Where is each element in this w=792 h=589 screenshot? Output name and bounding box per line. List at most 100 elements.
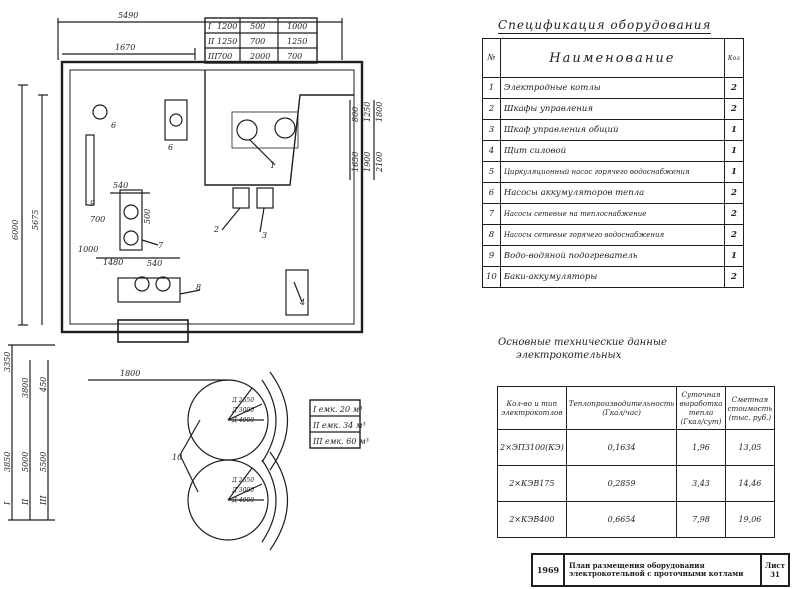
tech-row: 2×КЭВ175 0,2859 3,43 14,46 — [497, 465, 776, 502]
dim-box-1480: 1480 — [103, 258, 123, 267]
pumps-8-block — [117, 277, 181, 303]
dim-roman-3: III — [39, 495, 48, 506]
tech-cell: 14,46 — [724, 465, 776, 502]
tank2-diameter-3: Д 4000 — [231, 497, 254, 504]
variant-row1-v: I — [207, 22, 212, 31]
control-cabinet-2b — [256, 187, 274, 209]
control-cabinet-2a — [232, 187, 250, 209]
tank2-diameter-1: Д 2650 — [231, 477, 254, 484]
tank-legend-box — [309, 399, 361, 449]
building-outline — [60, 60, 364, 334]
variant-row2-b: 700 — [250, 37, 265, 46]
spec-row-num: 3 — [482, 119, 501, 141]
spec-row-num: 2 — [482, 98, 501, 120]
variant-row1-c: 1000 — [287, 22, 307, 31]
tank1-diameter-2: Д 3000 — [231, 407, 254, 414]
spec-row-qty: 2 — [723, 224, 745, 246]
spec-row-name: Циркуляционный насос горячего водоснабже… — [499, 161, 725, 183]
dim-box-1000: 1000 — [78, 245, 98, 254]
dim-height-inner: 5675 — [31, 210, 40, 230]
tank2-diameter-2: Д 3000 — [231, 487, 254, 494]
tech-header-type: Кол-во и тип электрокотлов — [497, 386, 567, 430]
spec-row-num: 8 — [482, 224, 501, 246]
spec-row-name: Щит силовой — [499, 140, 725, 162]
door-opening — [117, 319, 189, 343]
stamp-sheet-label: Лист — [765, 561, 785, 570]
spec-row-num: 1 — [482, 77, 501, 99]
spec-row-name: Насосы аккумуляторов тепла — [499, 182, 725, 204]
dim-left-offset: 1670 — [115, 43, 135, 52]
tech-cell: 7,98 — [676, 501, 726, 538]
tech-cell: 0,2859 — [565, 465, 678, 502]
title-stamp: 1969 План размещения оборудования электр… — [531, 553, 790, 587]
variant-row2-v: II — [207, 37, 215, 46]
boiler-2-icon — [274, 117, 296, 139]
dim-right-h2: 1250 — [363, 102, 372, 122]
spec-row-qty: 1 — [723, 119, 745, 141]
callout-6b: 6 — [111, 121, 116, 130]
dim-tank-offset: 1800 — [120, 369, 140, 378]
dim-roman-1: I — [3, 501, 12, 506]
dim-box-540b: 540 — [147, 259, 162, 268]
tank-legend-2: II емк. 34 м³ — [312, 421, 366, 430]
dim-left-450: 450 — [39, 377, 48, 393]
spec-row-qty: 1 — [723, 140, 745, 162]
spec-row-qty: 2 — [723, 182, 745, 204]
spec-row-qty: 1 — [723, 161, 745, 183]
callout-3: 3 — [262, 231, 267, 240]
variant-row1-b: 500 — [250, 22, 265, 31]
spec-header-num: № — [482, 38, 501, 78]
dim-right-v2: 1900 — [363, 152, 372, 172]
callout-2: 2 — [213, 225, 219, 234]
dim-right-v3: 2100 — [375, 152, 384, 173]
floor-plan-drawing: 5490 1670 6000 5675 I 1200 500 1000 II 1… — [3, 11, 384, 551]
stamp-title: План размещения оборудования электрокоте… — [565, 555, 762, 585]
dim-box-700: 700 — [90, 215, 105, 224]
spec-title: Спецификация оборудования — [498, 18, 712, 34]
tech-title-line2: электрокотельных — [516, 350, 622, 361]
tank1-diameter-1: Д 2650 — [231, 397, 254, 404]
tech-header-cost: Сметная стоимость (тыс. руб.) — [724, 386, 776, 430]
tech-cell: 0,6654 — [565, 501, 678, 538]
callout-6a: 6 — [168, 143, 173, 152]
tank-legend-1: I емк. 20 м³ — [312, 405, 363, 414]
callout-8: 8 — [196, 283, 201, 292]
spec-row-num: 10 — [482, 266, 501, 288]
callout-1: 1 — [270, 161, 275, 170]
tech-cell: 1,96 — [676, 429, 726, 466]
dim-left-3850: 3850 — [3, 452, 12, 472]
dim-box-540: 540 — [113, 181, 128, 190]
heater-9 — [85, 134, 95, 206]
variant-table-box — [204, 17, 318, 64]
dim-roman-2: II — [21, 498, 30, 506]
dim-left-5000: 5000 — [21, 452, 30, 472]
tech-title: Основные технические данные электрокотел… — [498, 336, 667, 362]
tech-cell: 13,05 — [724, 429, 776, 466]
tech-header-output: Теплопроизводительность (Гкал/час) — [565, 386, 678, 430]
dim-right-h1: 800 — [351, 107, 360, 122]
tech-cell: 0,1634 — [565, 429, 678, 466]
switchboard-4 — [285, 269, 309, 316]
dim-box-500: 500 — [143, 209, 152, 224]
spec-row-num: 5 — [482, 161, 501, 183]
variant-row2-a: 1250 — [217, 37, 237, 46]
stamp-sheet-number: 31 — [770, 570, 780, 579]
tech-table: Кол-во и тип электрокотлов Теплопроизвод… — [497, 386, 776, 538]
spec-row-name: Баки-аккумуляторы — [499, 266, 725, 288]
spec-header-row: № Наименование Кол — [482, 38, 745, 78]
tech-cell: 3,43 — [676, 465, 726, 502]
tech-header-row: Кол-во и тип электрокотлов Теплопроизвод… — [497, 386, 776, 430]
stamp-sheet: Лист 31 — [762, 555, 788, 585]
boiler-1-icon — [236, 119, 258, 141]
tech-cell: 19,06 — [724, 501, 776, 538]
dim-left-5500: 5500 — [39, 452, 48, 472]
